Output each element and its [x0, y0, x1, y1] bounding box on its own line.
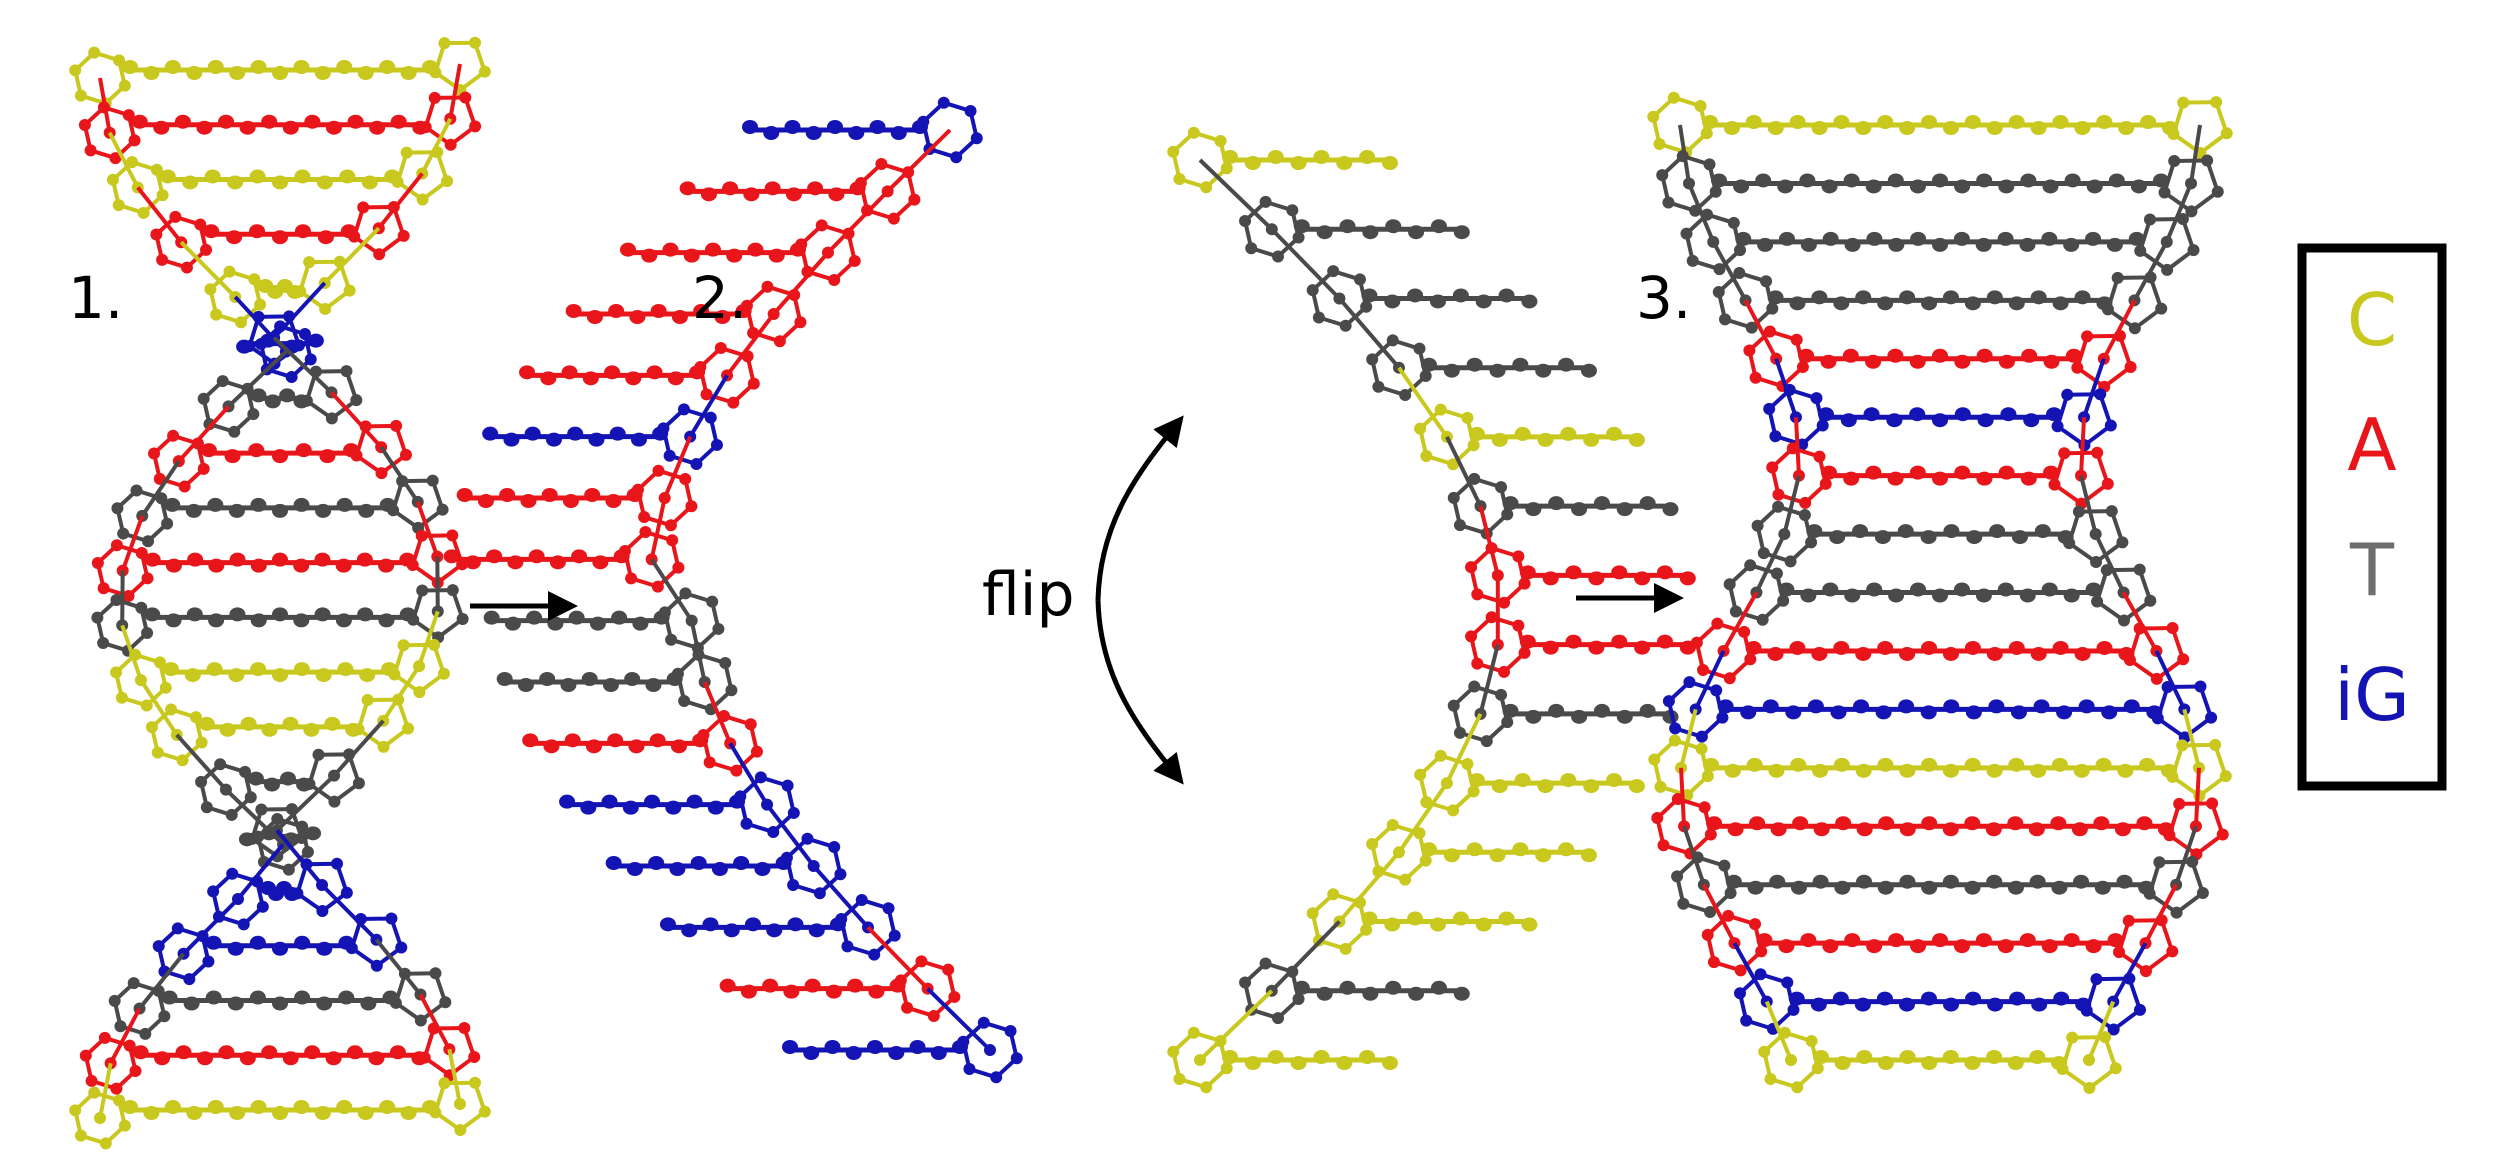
legend: C A T iG — [2297, 243, 2447, 791]
nucleotide — [742, 96, 983, 164]
nucleotide — [522, 681, 763, 777]
nucleotide — [605, 803, 847, 900]
base-pair — [69, 36, 491, 110]
nucleotide — [496, 620, 738, 716]
double-helix-1 — [69, 36, 491, 1150]
step-3-label: 3. — [1636, 264, 1691, 332]
double-helix-3 — [1647, 91, 2233, 1094]
nucleotide — [1167, 126, 1398, 194]
base-pair — [1656, 124, 2224, 218]
legend-item-a: A — [2347, 403, 2396, 487]
base-pair — [110, 610, 450, 712]
base-pair — [1662, 650, 2218, 744]
base-pair — [148, 391, 412, 493]
nucleotide — [1198, 158, 1470, 263]
nucleotide — [1465, 505, 1696, 609]
flip-label: flip — [982, 560, 1075, 630]
base-pair — [91, 501, 469, 602]
nucleotide — [1445, 436, 1679, 540]
base-pair — [179, 226, 381, 329]
nucleotide — [1465, 575, 1696, 678]
base-pair — [1732, 942, 2148, 1036]
nucleotide — [456, 435, 698, 532]
nucleotide — [1167, 989, 1398, 1094]
base-pair — [1723, 533, 2157, 627]
base-pair — [69, 1048, 491, 1150]
single-strand-2-right — [1167, 126, 1696, 1094]
legend-item-t: T — [2349, 528, 2395, 612]
nucleotide — [1270, 227, 1538, 332]
base-pair — [1711, 240, 2169, 335]
base-pair — [78, 63, 482, 165]
flip-arrow-down — [1095, 599, 1184, 785]
base-pair — [1680, 182, 2200, 276]
base-pair — [1743, 299, 2137, 393]
step-2-label: 2. — [692, 264, 747, 332]
nucleotide — [559, 742, 800, 838]
base-pair — [1671, 825, 2209, 919]
base-pair — [1651, 767, 2229, 861]
base-pair — [106, 117, 454, 219]
base-pair — [152, 883, 408, 986]
nucleotide — [1366, 781, 1597, 886]
nucleotide — [443, 497, 685, 593]
nucleotide — [1447, 644, 1679, 748]
single-strand-2-left — [443, 96, 1023, 1084]
base-pair — [1648, 708, 2232, 802]
nucleotide — [719, 925, 961, 1022]
nucleotide — [482, 374, 729, 470]
nucleotide — [659, 864, 901, 961]
base-pair — [224, 774, 336, 876]
nucleotide — [1239, 920, 1470, 1025]
step-1-label: 1. — [68, 264, 123, 332]
base-pair — [139, 665, 421, 767]
base-pair — [1758, 1000, 2122, 1094]
nucleotide — [1397, 366, 1645, 471]
nucleotide — [619, 189, 890, 286]
nucleotide — [565, 251, 830, 348]
base-pair — [1701, 883, 2179, 978]
legend-box — [2297, 243, 2447, 791]
nucleotide — [1306, 851, 1538, 955]
base-pair — [108, 938, 452, 1040]
legend-item-ig: iG — [2334, 653, 2410, 737]
base-pair — [79, 993, 481, 1095]
legend-item-c: C — [2347, 278, 2397, 362]
base-pair — [91, 556, 469, 657]
nucleotide — [519, 312, 776, 409]
base-pair — [1763, 358, 2117, 452]
nucleotide — [679, 128, 952, 225]
base-pair — [207, 829, 353, 931]
nucleotide — [1414, 712, 1645, 817]
flip-arrow-up — [1095, 415, 1184, 601]
base-pair — [1647, 91, 2233, 159]
base-pair — [1690, 591, 2190, 685]
nucleotide — [782, 987, 1023, 1084]
nucleotide — [1337, 297, 1597, 401]
base-pair — [1751, 475, 2129, 569]
